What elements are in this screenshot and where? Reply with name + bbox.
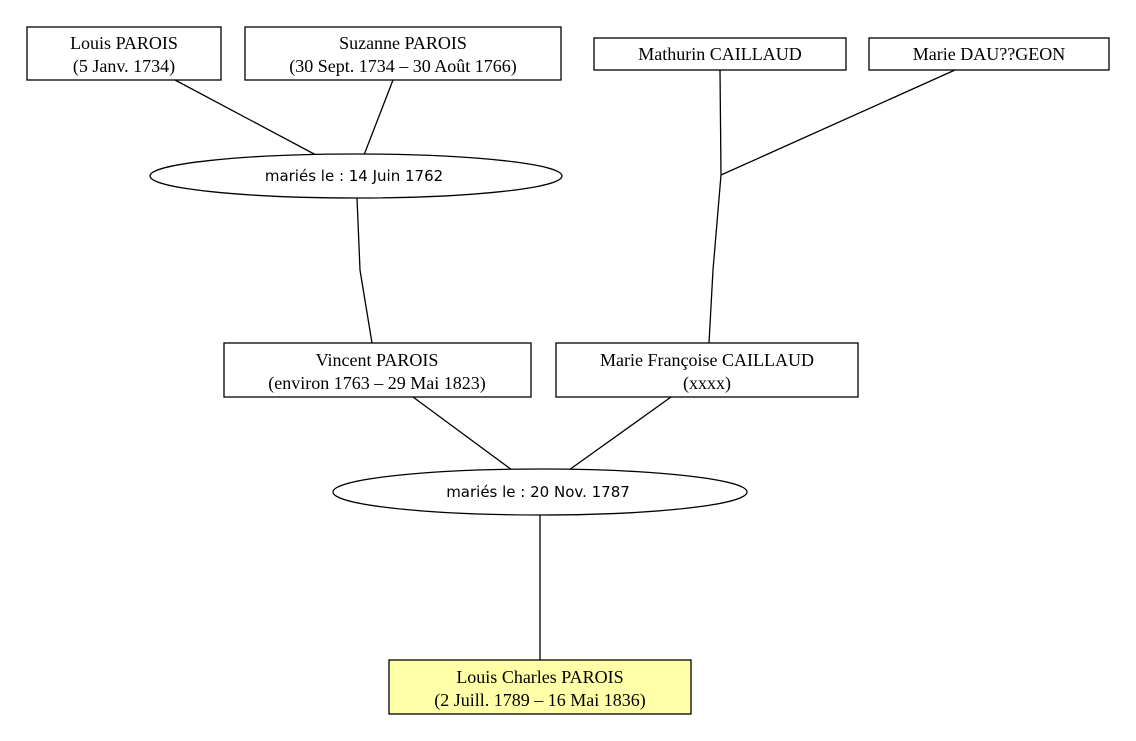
person-marie-francoise-caillaud: Marie Françoise CAILLAUD (xxxx) bbox=[555, 342, 859, 398]
person-vincent-parois: Vincent PAROIS (environ 1763 – 29 Mai 18… bbox=[223, 342, 532, 398]
person-name: Suzanne PAROIS bbox=[339, 33, 467, 53]
union-ellipse bbox=[149, 153, 563, 199]
link-union-1762-to-vincent bbox=[356, 197, 373, 344]
link-marie-dau-to-mathurin-union bbox=[720, 69, 956, 176]
union-1787: mariés le : 20 Nov. 1787 bbox=[332, 468, 748, 516]
person-box bbox=[223, 342, 532, 398]
person-louis-charles-parois: Louis Charles PAROIS (2 Juill. 1789 – 16… bbox=[388, 659, 692, 715]
person-dates: (environ 1763 – 29 Mai 1823) bbox=[268, 373, 485, 394]
person-box bbox=[244, 26, 562, 81]
link-louis-to-union-1762 bbox=[174, 79, 317, 156]
person-box bbox=[593, 37, 847, 71]
person-louis-parois: Louis PAROIS (5 Janv. 1734) bbox=[26, 26, 222, 81]
person-box bbox=[26, 26, 222, 81]
union-label: mariés le : 20 Nov. 1787 bbox=[446, 483, 630, 501]
link-mathurin-to-mathurin-union bbox=[719, 69, 722, 176]
person-name: Louis PAROIS bbox=[70, 33, 178, 53]
person-box bbox=[868, 37, 1110, 71]
person-name: Mathurin CAILLAUD bbox=[638, 44, 801, 64]
person-marie-dau-geon: Marie DAU??GEON bbox=[868, 37, 1110, 71]
person-name: Marie DAU??GEON bbox=[913, 44, 1065, 64]
link-suzanne-to-union-1762 bbox=[363, 79, 394, 156]
person-name: Vincent PAROIS bbox=[316, 350, 439, 370]
link-vincent-to-union-1787 bbox=[412, 396, 513, 471]
person-mathurin-caillaud: Mathurin CAILLAUD bbox=[593, 37, 847, 71]
person-suzanne-parois: Suzanne PAROIS (30 Sept. 1734 – 30 Août … bbox=[244, 26, 562, 81]
person-name: Marie Françoise CAILLAUD bbox=[600, 350, 814, 370]
union-label: mariés le : 14 Juin 1762 bbox=[265, 167, 443, 185]
link-marie-francoise-to-union-1787 bbox=[568, 396, 672, 471]
person-name: Louis Charles PAROIS bbox=[456, 667, 623, 687]
link-mathurin-union-to-marie-francoise bbox=[708, 174, 722, 344]
person-dates: (2 Juill. 1789 – 16 Mai 1836) bbox=[434, 690, 646, 711]
union-ellipse bbox=[332, 468, 748, 516]
person-dates: (30 Sept. 1734 – 30 Août 1766) bbox=[289, 56, 517, 77]
person-box bbox=[555, 342, 859, 398]
union-1762: mariés le : 14 Juin 1762 bbox=[149, 153, 563, 199]
connector-lines bbox=[174, 69, 956, 660]
person-box-highlighted bbox=[388, 659, 692, 715]
person-dates: (5 Janv. 1734) bbox=[73, 56, 175, 77]
person-dates: (xxxx) bbox=[683, 373, 731, 394]
